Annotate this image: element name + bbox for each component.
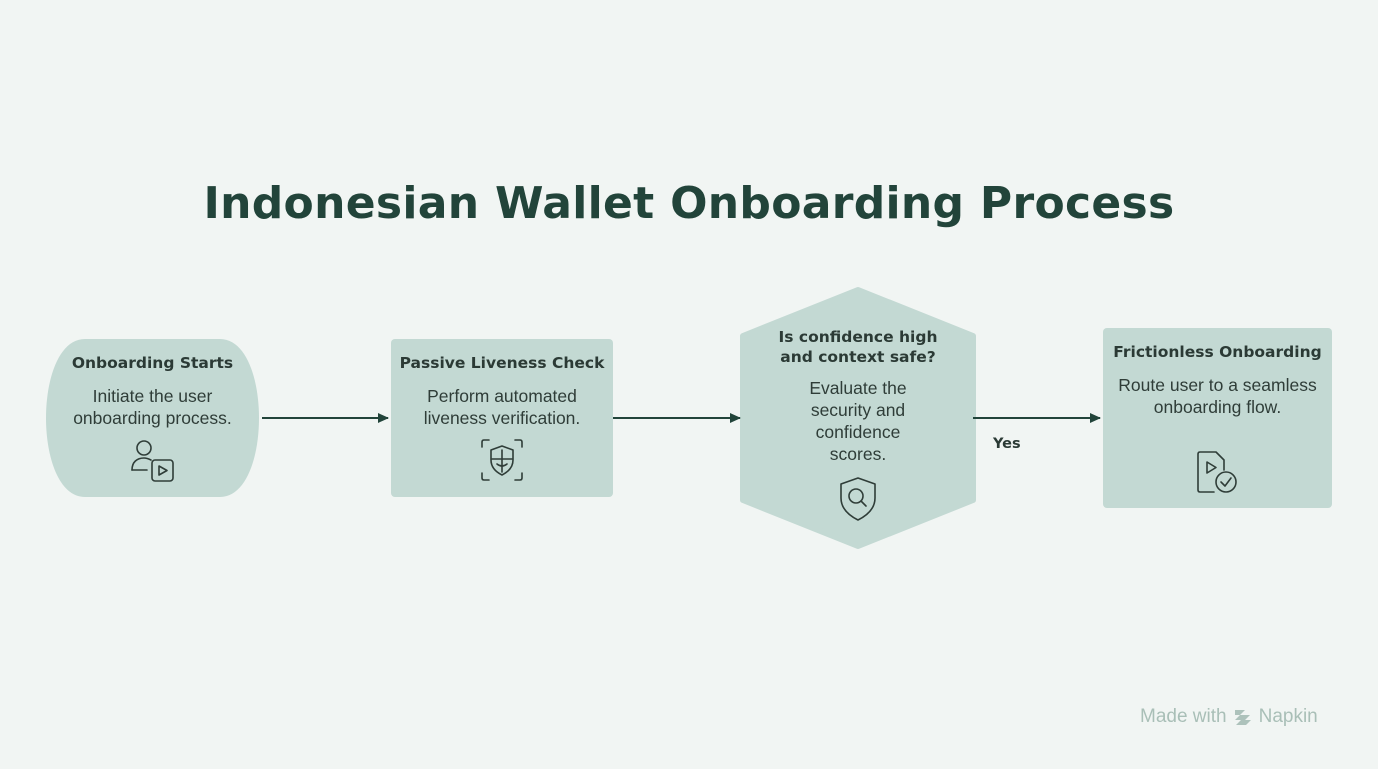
node-title-passive-liveness-check: Passive Liveness Check bbox=[399, 354, 605, 372]
watermark-brand: Napkin bbox=[1258, 706, 1318, 727]
node-shape-confidence-decision bbox=[740, 287, 976, 549]
node-title-confidence-decision: Is confidence high and context safe? bbox=[778, 328, 938, 366]
diagram-title: Indonesian Wallet Onboarding Process bbox=[203, 178, 1175, 229]
node-desc-passive-liveness-check: Perform automated liveness verification. bbox=[423, 386, 581, 428]
node-desc-onboarding-starts: Initiate the user onboarding process. bbox=[73, 386, 232, 428]
napkin-watermark[interactable]: Made with Napkin bbox=[1140, 706, 1318, 728]
napkin-logo-icon bbox=[1234, 710, 1251, 725]
user-video-icon bbox=[131, 440, 174, 482]
node-shape-passive-liveness-check bbox=[391, 339, 613, 497]
node-desc-frictionless-onboarding: Route user to a seamless onboarding flow… bbox=[1118, 375, 1317, 417]
document-check-icon bbox=[1197, 451, 1237, 493]
node-title-onboarding-starts: Onboarding Starts bbox=[71, 354, 234, 372]
node-title-frictionless-onboarding: Frictionless Onboarding bbox=[1113, 343, 1322, 361]
node-desc-confidence-decision: Evaluate the security and confidence sco… bbox=[809, 378, 907, 464]
face-scan-shield-icon bbox=[481, 439, 523, 481]
shield-search-icon bbox=[840, 477, 876, 521]
node-shape-frictionless-onboarding bbox=[1103, 328, 1332, 508]
edge-label-yes: Yes bbox=[993, 436, 1021, 452]
watermark-prefix: Made with bbox=[1140, 706, 1227, 727]
node-shape-onboarding-starts bbox=[46, 339, 259, 497]
